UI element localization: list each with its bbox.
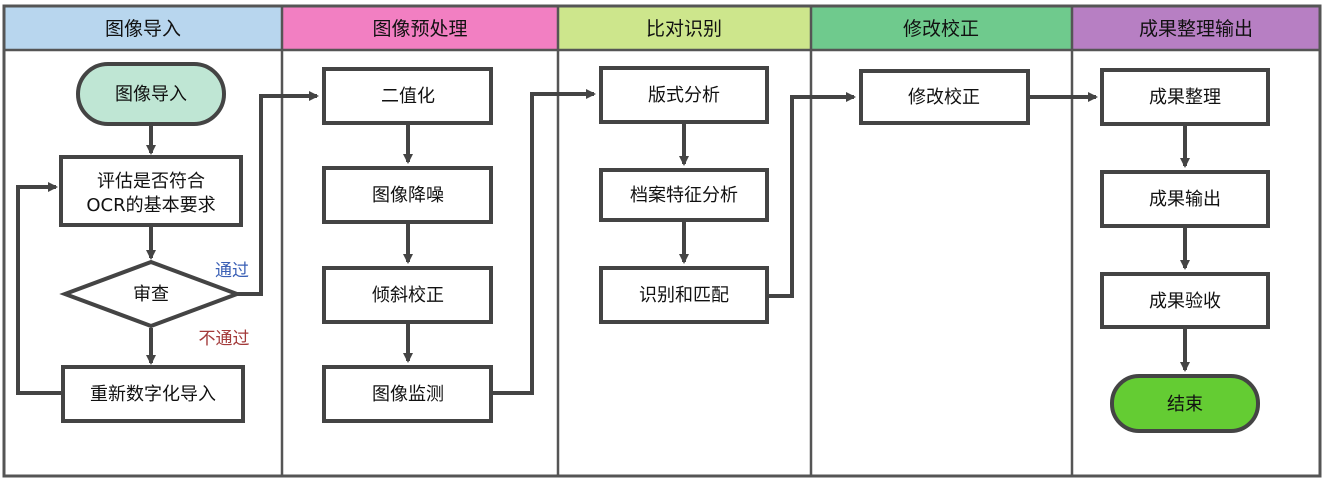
label-recognize-match: 识别和匹配 bbox=[639, 285, 729, 306]
node-evaluate bbox=[59, 155, 243, 227]
label-layout-analysis: 版式分析 bbox=[648, 85, 720, 106]
label-correct: 修改校正 bbox=[908, 87, 980, 108]
label-evaluate-line2: OCR的基本要求 bbox=[86, 195, 215, 216]
lane-title-import: 图像导入 bbox=[105, 18, 181, 40]
label-redigitize: 重新数字化导入 bbox=[90, 384, 216, 405]
node-redigitize bbox=[61, 365, 245, 423]
arrow-redigitize-loop-back bbox=[16, 182, 63, 395]
node-recognize-match bbox=[599, 266, 769, 324]
label-import-start: 图像导入 bbox=[115, 84, 187, 105]
node-end bbox=[1110, 374, 1260, 433]
lane-title-output: 成果整理输出 bbox=[1139, 18, 1253, 40]
lane-title-correct: 修改校正 bbox=[903, 18, 979, 40]
node-denoise bbox=[322, 166, 493, 224]
outer-border bbox=[2, 4, 1322, 478]
label-evaluate-line1: 评估是否符合 bbox=[97, 171, 205, 192]
node-import-start bbox=[76, 62, 226, 126]
lane-frame bbox=[2, 4, 1322, 478]
label-review: 审查 bbox=[133, 284, 169, 305]
label-binarize: 二值化 bbox=[381, 86, 435, 107]
arrow-match-to-correct bbox=[767, 92, 856, 298]
connectors bbox=[16, 89, 1190, 395]
node-deskew bbox=[322, 266, 493, 324]
nodes bbox=[59, 62, 1270, 433]
node-organize bbox=[1100, 68, 1270, 126]
lane-headers: 图像导入 图像预处理 比对识别 修改校正 成果整理输出 bbox=[4, 6, 1320, 50]
label-deskew: 倾斜校正 bbox=[372, 285, 444, 306]
node-output bbox=[1100, 170, 1270, 228]
label-verify: 成果验收 bbox=[1149, 291, 1221, 312]
lane-header-bg-import bbox=[4, 6, 282, 50]
label-end: 结束 bbox=[1167, 394, 1203, 415]
lane-header-bg-preprocess bbox=[282, 6, 558, 50]
lane-title-preprocess: 图像预处理 bbox=[372, 18, 467, 40]
lane-header-bg-output bbox=[1072, 6, 1320, 50]
arrow-monitor-to-layout bbox=[491, 89, 596, 395]
node-binarize bbox=[322, 67, 493, 125]
lane-title-compare: 比对识别 bbox=[646, 18, 722, 40]
label-monitor: 图像监测 bbox=[372, 384, 444, 405]
label-denoise: 图像降噪 bbox=[372, 185, 444, 206]
arrow-review-pass-to-binarize bbox=[237, 91, 319, 296]
node-monitor bbox=[322, 365, 493, 423]
node-review-decision bbox=[59, 259, 243, 329]
label-fail: 不通过 bbox=[199, 329, 250, 349]
label-archive-feature: 档案特征分析 bbox=[630, 185, 738, 206]
label-pass: 通过 bbox=[215, 261, 249, 281]
node-verify bbox=[1100, 272, 1270, 329]
lane-header-bg-correct bbox=[811, 6, 1072, 50]
node-layout-analysis bbox=[599, 66, 769, 124]
label-organize: 成果整理 bbox=[1149, 87, 1221, 108]
node-correct bbox=[859, 69, 1030, 125]
node-labels: 图像导入 评估是否符合 OCR的基本要求 审查 重新数字化导入 二值化 图像降噪… bbox=[86, 84, 1221, 415]
label-output: 成果输出 bbox=[1149, 189, 1221, 210]
node-archive-feature bbox=[599, 168, 769, 222]
lane-header-bg-compare bbox=[558, 6, 811, 50]
